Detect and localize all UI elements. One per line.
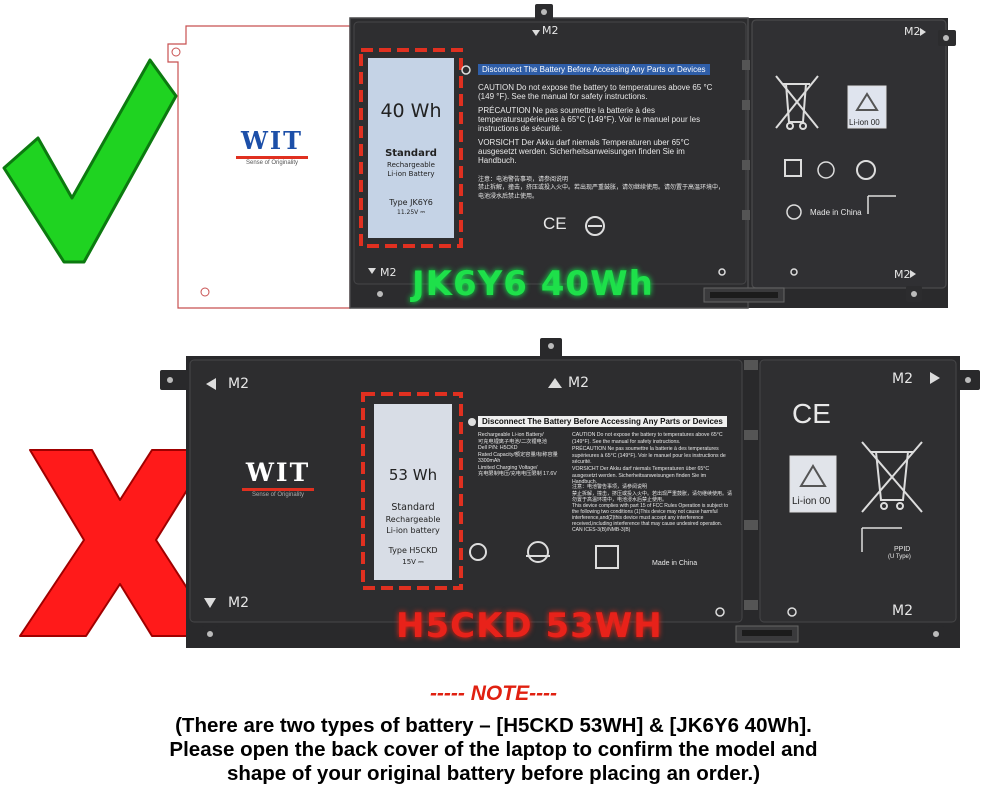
- ppid-corner: [867, 195, 896, 214]
- arrow-up-icon: [548, 378, 562, 388]
- bottom-vorsicht: VORSICHT Der Akku darf niemals Temperatu…: [572, 466, 710, 485]
- bottom-qr-icon: [595, 545, 619, 569]
- no-disposal-icon: [585, 216, 605, 236]
- arrow-down-icon: [204, 598, 216, 608]
- top-arrow-right-bottom-icon: [910, 270, 916, 278]
- arrow-left-icon: [206, 378, 216, 390]
- bottom-no-disposal-icon: [527, 541, 549, 563]
- top-ce-mark: CE: [543, 214, 567, 233]
- top-made-in: Made in China: [810, 208, 862, 217]
- bottom-logo-swoosh: [242, 488, 314, 491]
- top-warning-header: Disconnect The Battery Before Accessing …: [478, 64, 710, 75]
- top-vorsicht: VORSICHT Der Akku darf niemals Temperatu…: [478, 138, 690, 165]
- screw-hole-icon: [790, 268, 798, 276]
- bottom-screw-hole-icon: [715, 607, 725, 617]
- bottom-logo-text: WIT: [245, 458, 311, 487]
- li-ion-recycle-icon: [847, 85, 887, 129]
- bottom-ppid-corner: [861, 527, 902, 552]
- recycle-arrows-icon: [817, 161, 835, 179]
- top-sticker-standard: Standard: [385, 148, 437, 159]
- top-logo: WIT Sense of Originality: [230, 126, 314, 166]
- bottom-li-ion-recycle-icon: [789, 455, 837, 513]
- screw-hole-icon: [461, 65, 471, 75]
- top-sticker-outline: [359, 48, 463, 248]
- bottom-m2-bottom-left-marker: M2: [228, 595, 249, 611]
- top-battery-label: JK6Y6 40Wh: [412, 264, 654, 304]
- top-li-ion-label: Li-ion 00: [849, 118, 880, 127]
- bottom-caution: CAUTION Do not expose the battery to tem…: [572, 432, 723, 445]
- bottom-warning-header: Disconnect The Battery Before Accessing …: [478, 416, 727, 427]
- top-m2-bottom-left-marker: M2: [380, 266, 397, 279]
- top-sticker-bg: [368, 58, 454, 238]
- top-sticker-chem: Li-ion Battery: [387, 170, 435, 178]
- top-m2-marker: M2: [542, 24, 559, 37]
- bottom-made-in: Made in China: [652, 560, 698, 567]
- top-sticker-rechargeable: Rechargeable: [387, 161, 435, 169]
- top-caution: CAUTION Do not expose the battery to tem…: [478, 83, 713, 101]
- recycle-5-icon: [856, 160, 876, 180]
- top-logo-tagline: Sense of Originality: [245, 160, 299, 166]
- top-sticker-voltage: 11.25V ⎓: [397, 209, 425, 216]
- bottom-ce-mark: CE: [792, 398, 831, 429]
- bottom-sticker-outline: [361, 392, 463, 590]
- bottom-rechargeable-info: Rechargeable Li-ion Battery/ 可充电锂离子电池/二次…: [478, 432, 558, 477]
- top-arrow-right-icon: [920, 28, 926, 36]
- bottom-sticker-voltage: 15V ⎓: [402, 558, 424, 566]
- arrow-right-icon: [930, 372, 940, 384]
- top-chinese-3: 电池浸水后禁止使用。: [478, 194, 539, 200]
- check-icon: [2, 58, 178, 264]
- bottom-li-ion-label: Li-ion 00: [792, 496, 831, 507]
- top-chinese-1: 注意：电池警告事项，请参阅说明: [478, 177, 569, 183]
- top-arrow-down-icon: [532, 30, 540, 36]
- bottom-logo: WIT Sense of Originality: [236, 458, 320, 498]
- bottom-ppid-sub: (U Type): [888, 554, 911, 560]
- top-logo-swoosh: [236, 156, 308, 159]
- bottom-chinese-1: 注意：电池警告事项，请参阅说明: [572, 484, 648, 490]
- bottom-sticker-chem: Li-ion battery: [386, 526, 440, 535]
- top-sticker-capacity: 40 Wh: [380, 100, 442, 122]
- top-arrow-down-left-icon: [368, 268, 376, 274]
- screw-hole-icon: [718, 268, 726, 276]
- bottom-sticker-standard: Standard: [391, 502, 435, 513]
- top-sticker-type: Type JK6Y6: [389, 198, 433, 207]
- bottom-m2-top-right-marker: M2: [892, 371, 913, 387]
- bottom-battery-label: H5CKD 53WH: [396, 606, 663, 646]
- note-line-2: Please open the back cover of the laptop…: [169, 738, 818, 761]
- bottom-sticker-rechargeable: Rechargeable: [385, 515, 441, 524]
- bottom-logo-tagline: Sense of Originality: [251, 492, 305, 498]
- bottom-sticker-bg: [374, 404, 452, 580]
- bottom-recycle-5-icon: [469, 543, 487, 561]
- bottom-sticker-capacity: 53 Wh: [388, 466, 438, 484]
- bottom-m2-top-mid-marker: M2: [568, 375, 589, 391]
- bottom-screw-hole-icon: [787, 607, 797, 617]
- bottom-fcc: This device complies with part 15 of FCC…: [572, 503, 729, 533]
- note-line-3: shape of your original battery before pl…: [226, 762, 761, 785]
- top-m2-bottom-right-marker: M2: [894, 268, 911, 281]
- bottom-m2-top-left-marker: M2: [228, 376, 249, 392]
- bottom-ppid: PPID: [894, 546, 911, 553]
- bottom-recycle-bin-icon: [861, 441, 923, 513]
- top-chinese-2: 禁止拆解，撞击，挤压或投入火中。若出现严重鼓胀，请勿继续使用。请勿置于高温环境中…: [478, 185, 725, 191]
- bottom-precaution: PRÉCAUTION Ne pas soumettre la batterie …: [572, 446, 726, 465]
- note-title: ----- NOTE----: [429, 682, 558, 705]
- note-line-1: (There are two types of battery – [H5CKD…: [175, 714, 812, 737]
- recycle-bin-icon: [775, 75, 819, 130]
- bottom-m2-bottom-right-marker: M2: [892, 603, 913, 619]
- bottom-warning-icon: [468, 418, 476, 426]
- bottom-sticker-type: Type H5CKD: [388, 546, 438, 555]
- top-cover-plate: [167, 25, 351, 309]
- qr-icon: [784, 159, 802, 177]
- top-precaution: PRÉCAUTION Ne pas soumettre la batterie …: [478, 106, 701, 133]
- bottom-battery-body: [160, 338, 980, 648]
- compass-icon: [786, 204, 802, 220]
- top-logo-text: WIT: [240, 126, 304, 155]
- bottom-chinese-2: 禁止拆解，撞击，挤压或投入火中。若出现严重鼓胀，请勿继续使用。请勿置于高温环境中…: [572, 491, 733, 503]
- top-m2-right-marker: M2: [904, 25, 921, 38]
